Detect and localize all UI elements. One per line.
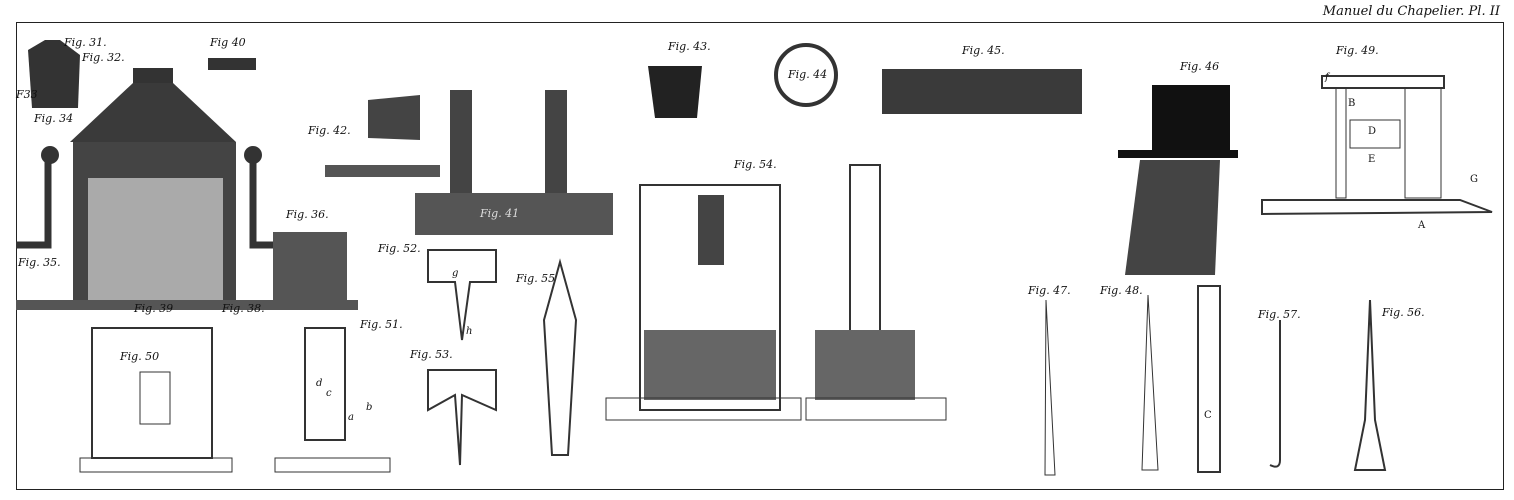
fig-51-label: Fig. 51. bbox=[360, 318, 403, 331]
machine-base bbox=[415, 193, 613, 235]
tool-52 bbox=[427, 249, 497, 341]
fig-54-label: Fig. 54. bbox=[734, 158, 777, 171]
fig-33-label: F33 bbox=[16, 88, 38, 101]
plate-border bbox=[16, 22, 1504, 490]
press-front bbox=[91, 327, 213, 459]
fig-35-label: Fig. 35. bbox=[18, 256, 61, 269]
ring bbox=[774, 43, 838, 107]
fig-57-label: Fig. 57. bbox=[1258, 308, 1301, 321]
letter-E: E bbox=[1368, 154, 1376, 165]
board bbox=[882, 69, 1082, 114]
fig-31-label: Fig. 31. bbox=[64, 36, 107, 49]
fig-38-label: Fig. 38. bbox=[222, 302, 265, 315]
letter-a: a bbox=[348, 412, 354, 423]
tool-53 bbox=[427, 369, 497, 466]
fig-48-label: Fig. 48. bbox=[1100, 284, 1143, 297]
fig-52-label: Fig. 52. bbox=[378, 242, 421, 255]
bottle bbox=[28, 40, 80, 108]
letter-f: f bbox=[1325, 72, 1329, 83]
letter-G: G bbox=[1470, 174, 1478, 185]
furnace-fire bbox=[88, 178, 223, 300]
tub bbox=[273, 232, 347, 300]
fig-47-label: Fig. 47. bbox=[1028, 284, 1071, 297]
letter-B: B bbox=[1348, 98, 1356, 109]
letter-c: c bbox=[326, 388, 332, 399]
furnace-hood bbox=[70, 83, 236, 142]
fig-43-label: Fig. 43. bbox=[668, 40, 711, 53]
fig-56-label: Fig. 56. bbox=[1382, 306, 1425, 319]
rod-a bbox=[1044, 299, 1056, 476]
rod-b bbox=[1141, 294, 1159, 471]
letter-C: C bbox=[1204, 410, 1212, 421]
tool-56 bbox=[1353, 299, 1387, 471]
fig-53-label: Fig. 53. bbox=[410, 348, 453, 361]
letter-D: D bbox=[1368, 126, 1377, 137]
top-hat bbox=[1152, 85, 1230, 155]
plate-title: Manuel du Chapelier. Pl. II bbox=[1322, 4, 1500, 19]
letter-h: h bbox=[466, 326, 473, 337]
fig-42-label: Fig. 42. bbox=[308, 124, 351, 137]
fig-34-label: Fig. 34 bbox=[34, 112, 74, 125]
chimney bbox=[133, 68, 173, 83]
press-base bbox=[1261, 199, 1493, 216]
fig-49-label: Fig. 49. bbox=[1336, 44, 1379, 57]
hook bbox=[1269, 320, 1281, 468]
fig-36-label: Fig. 36. bbox=[286, 208, 329, 221]
iron bbox=[208, 58, 256, 70]
fig-46-label: Fig. 46 bbox=[1180, 60, 1220, 73]
cone bbox=[368, 95, 420, 140]
fig-45-label: Fig. 45. bbox=[962, 44, 1005, 57]
fig-39-label: Fig. 39 bbox=[134, 302, 174, 315]
floor bbox=[16, 300, 358, 310]
press-side bbox=[304, 327, 346, 441]
fig-50-label: Fig. 50 bbox=[120, 350, 160, 363]
fig-55-label: Fig. 55 bbox=[516, 272, 556, 285]
fig-41-label: Fig. 41 bbox=[480, 207, 520, 220]
letter-b: b bbox=[366, 402, 373, 413]
rod-c bbox=[1197, 285, 1221, 473]
fig-40-label: Fig 40 bbox=[210, 36, 246, 49]
fig-44-label: Fig. 44 bbox=[788, 68, 828, 81]
letter-d: d bbox=[316, 378, 323, 389]
tool-55 bbox=[542, 258, 578, 456]
big-press bbox=[639, 184, 781, 411]
hat-block bbox=[648, 66, 702, 118]
letter-g: g bbox=[452, 268, 459, 279]
pipes bbox=[16, 155, 275, 249]
head bbox=[1125, 160, 1220, 275]
letter-A: A bbox=[1418, 220, 1426, 231]
fig-32-label: Fig. 32. bbox=[82, 51, 125, 64]
